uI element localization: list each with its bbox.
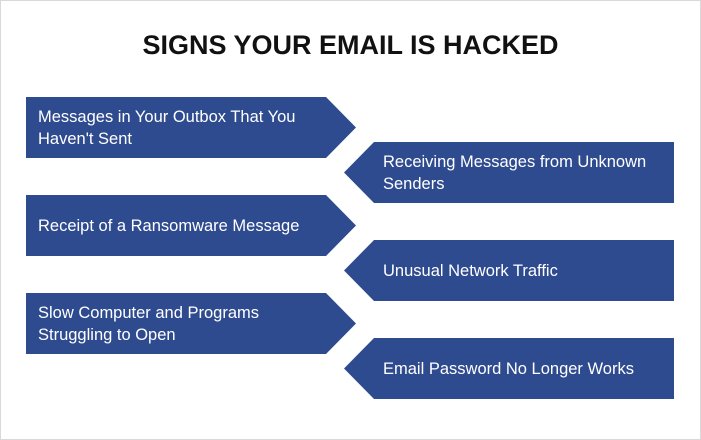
sign-box-outbox: Messages in Your Outbox That You Haven't… (26, 97, 357, 158)
sign-label: Receiving Messages from Unknown Senders (383, 152, 647, 193)
sign-box-network-traffic: Unusual Network Traffic (344, 240, 675, 301)
sign-label: Email Password No Longer Works (383, 359, 634, 378)
arrow-right-shape (26, 195, 356, 256)
arrow-right-shape (26, 293, 356, 354)
sign-label: Unusual Network Traffic (383, 261, 558, 280)
sign-box-unknown-senders: Receiving Messages from Unknown Senders (344, 142, 675, 203)
sign-label: Slow Computer and Programs Struggling to… (38, 303, 260, 344)
arrow-left-shape (344, 240, 674, 301)
page-title: SIGNS YOUR EMAIL IS HACKED (142, 30, 559, 60)
sign-label: Messages in Your Outbox That You Haven't… (38, 107, 296, 148)
arrow-left-shape (344, 142, 674, 203)
sign-box-ransomware: Receipt of a Ransomware Message (26, 195, 357, 256)
arrow-left-shape (344, 338, 674, 399)
sign-label: Receipt of a Ransomware Message (38, 216, 300, 235)
sign-box-password: Email Password No Longer Works (344, 338, 675, 399)
sign-box-slow-computer: Slow Computer and Programs Struggling to… (26, 293, 357, 354)
arrow-right-shape (26, 97, 356, 158)
